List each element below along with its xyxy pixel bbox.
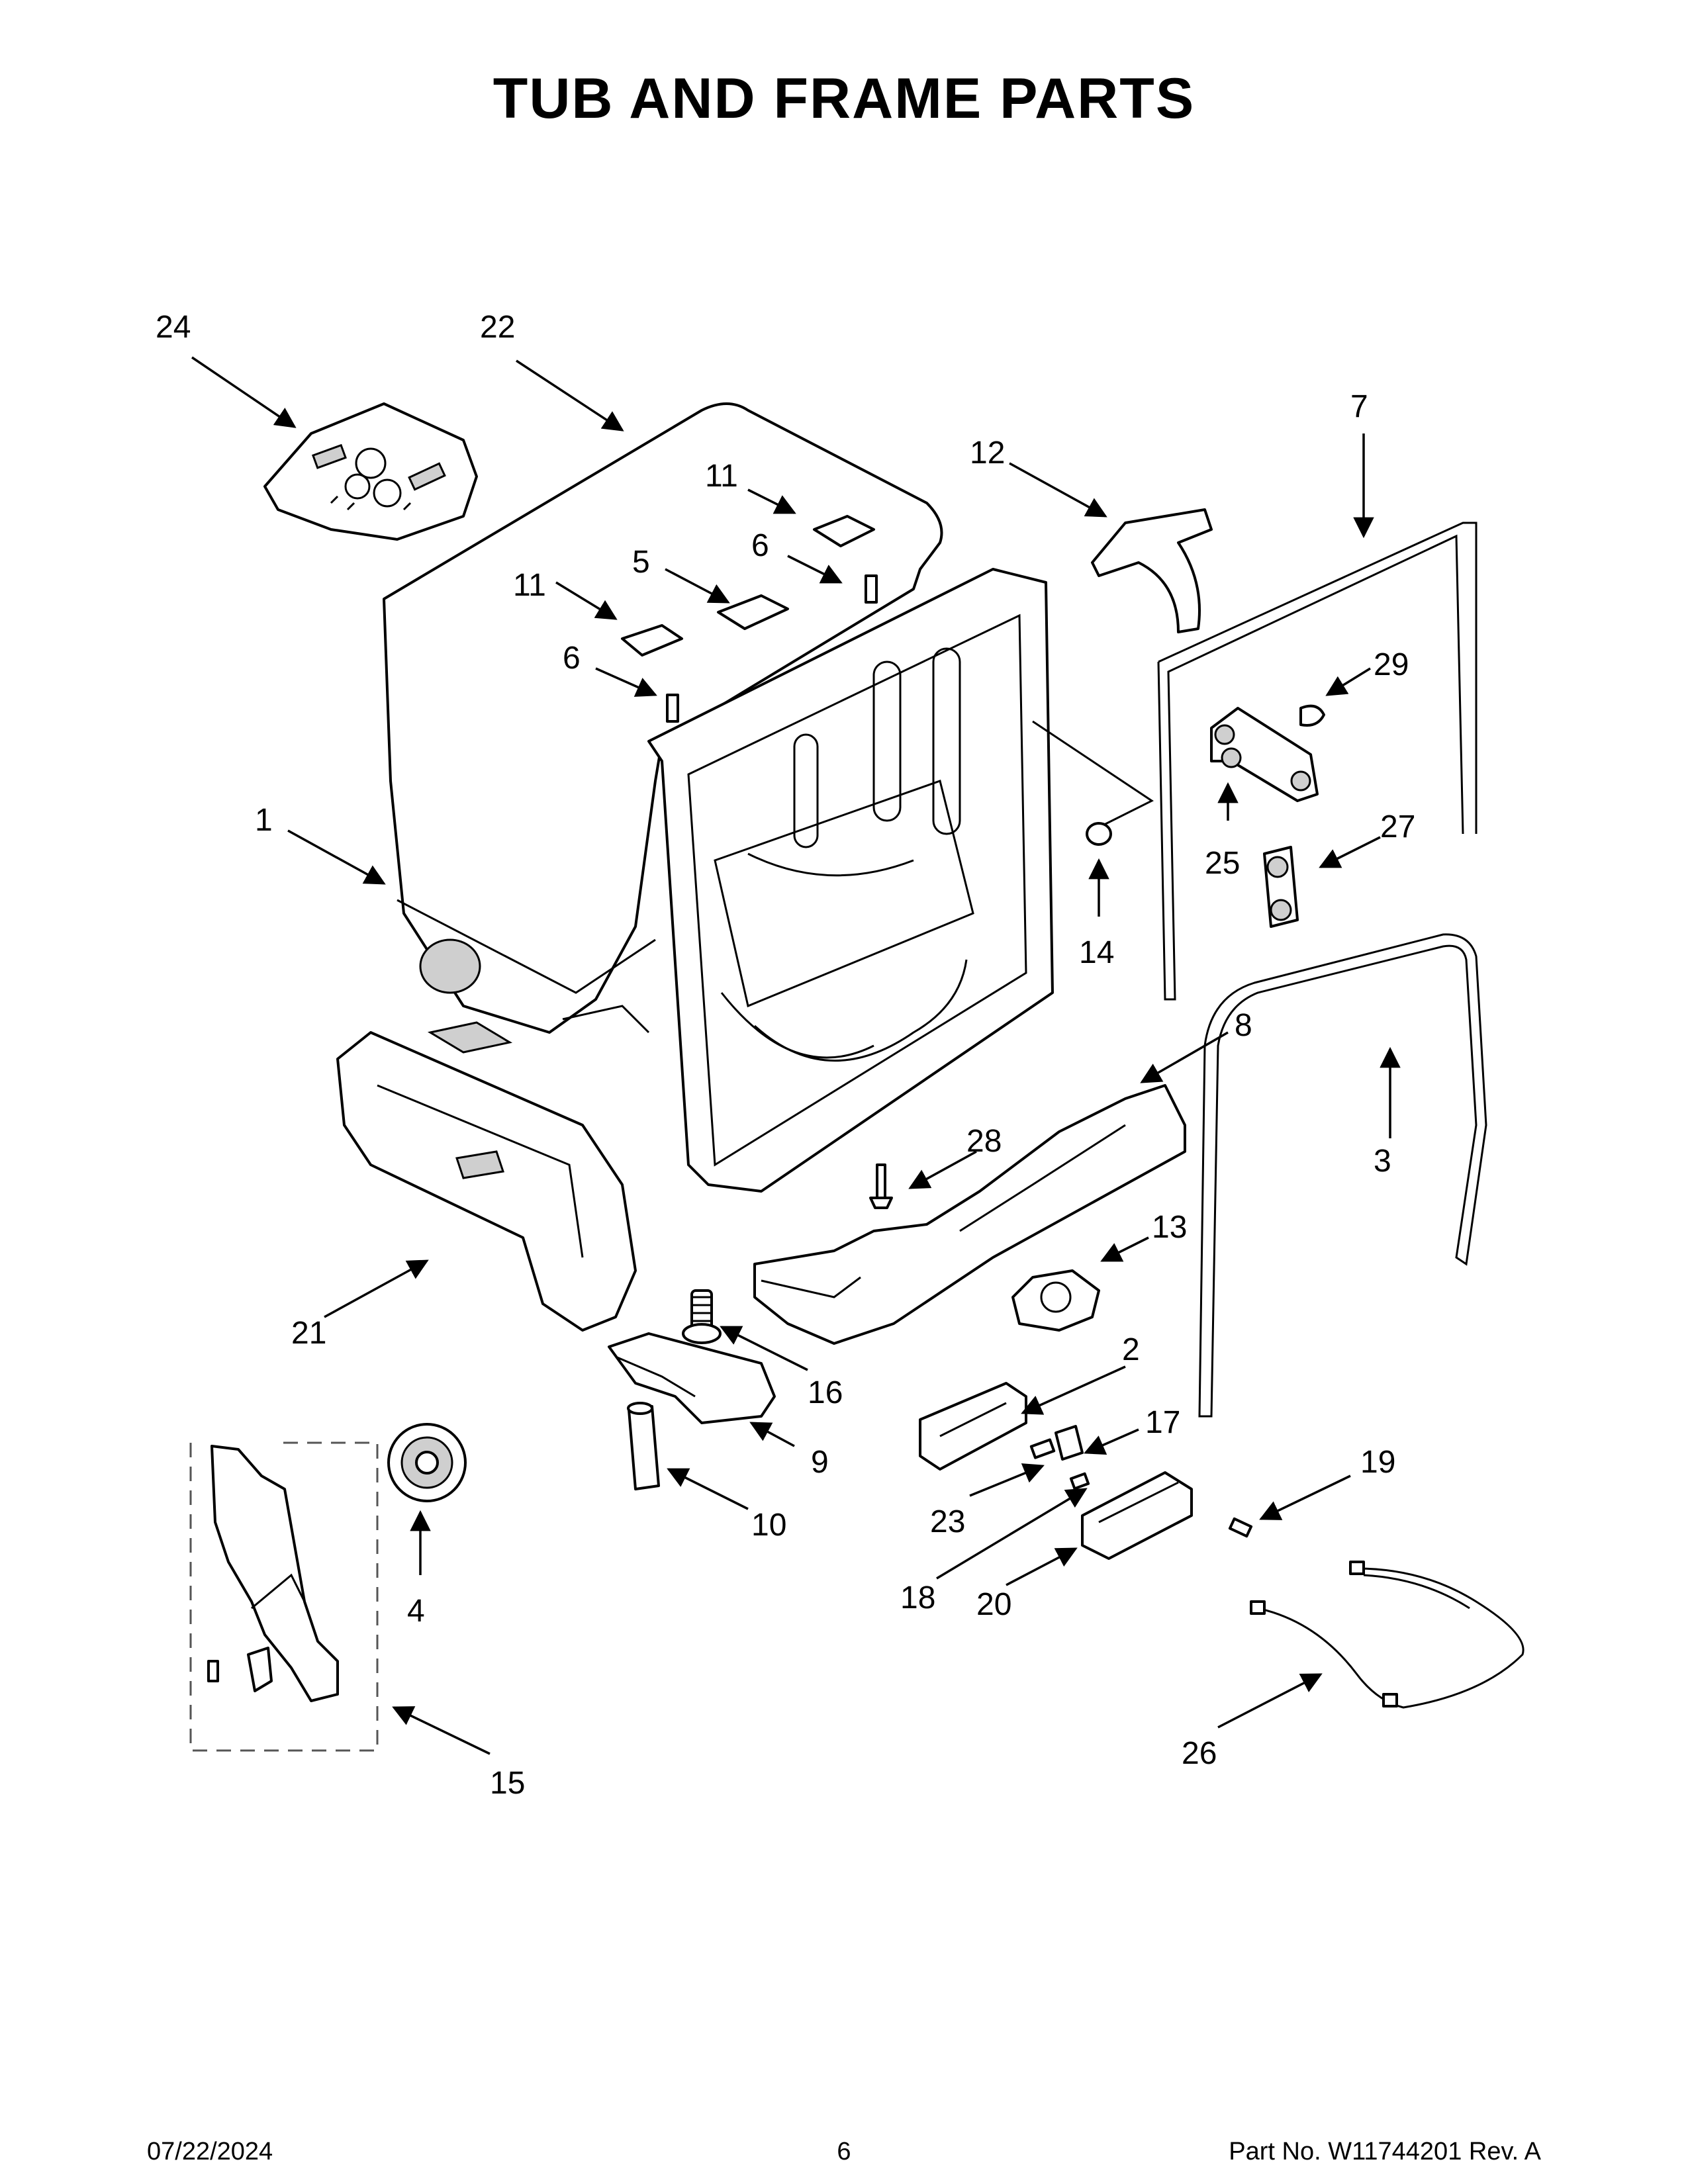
callout-17: 17 — [1145, 1405, 1180, 1440]
callout-18: 18 — [900, 1580, 935, 1615]
footer-part-number: Part No. W11744201 Rev. A — [1229, 2138, 1541, 2165]
tub-gasket — [1198, 933, 1487, 1418]
plug — [1032, 720, 1154, 846]
leader-arrows — [191, 356, 1401, 1755]
pulley — [387, 1423, 467, 1502]
callout-3: 3 — [1374, 1144, 1391, 1179]
callout-21: 21 — [291, 1316, 326, 1351]
terminal-cover — [1081, 1471, 1253, 1560]
footer-date: 07/22/2024 — [147, 2138, 273, 2165]
tube — [627, 1402, 660, 1490]
callout-2: 2 — [1122, 1332, 1140, 1367]
callout-10: 10 — [751, 1508, 786, 1543]
leveling-leg — [682, 1289, 722, 1344]
latch-parts — [1210, 704, 1325, 928]
callout-19: 19 — [1360, 1445, 1395, 1480]
callout-20: 20 — [976, 1587, 1011, 1622]
callout-5: 5 — [632, 545, 650, 580]
callout-11-top: 11 — [705, 459, 738, 494]
screw-28 — [869, 1163, 893, 1209]
callout-23: 23 — [930, 1504, 965, 1539]
footer-page-number: 6 — [837, 2138, 851, 2165]
tub-frame — [647, 568, 1054, 1193]
callout-16: 16 — [808, 1375, 843, 1410]
door-hinge-arm — [1091, 508, 1213, 633]
callout-7: 7 — [1350, 389, 1368, 424]
callout-24: 24 — [156, 310, 191, 345]
callout-4: 4 — [407, 1594, 425, 1629]
callout-6-left: 6 — [563, 641, 581, 676]
page-title: TUB AND FRAME PARTS — [492, 67, 1196, 130]
callout-15: 15 — [490, 1766, 525, 1801]
door-gasket — [1157, 522, 1477, 1001]
callout-9: 9 — [811, 1445, 829, 1480]
callout-25: 25 — [1205, 846, 1240, 881]
junction-box — [919, 1382, 1090, 1490]
callout-27: 27 — [1380, 809, 1415, 844]
callout-14: 14 — [1079, 935, 1114, 970]
base-frame — [753, 1084, 1186, 1345]
callout-labels: 24 22 11 6 5 11 6 12 7 29 25 27 14 1 8 3… — [156, 310, 1415, 1801]
tub-insulation — [383, 402, 943, 1054]
pump-bracket — [1011, 1269, 1100, 1332]
callout-1: 1 — [255, 803, 273, 838]
callout-29: 29 — [1374, 647, 1409, 682]
wire-harness — [1250, 1561, 1524, 1709]
drain-tray — [608, 1332, 776, 1424]
callout-22: 22 — [480, 310, 515, 345]
callout-26: 26 — [1182, 1736, 1217, 1771]
callout-13: 13 — [1152, 1210, 1187, 1245]
hardware-kit-bag — [263, 402, 478, 541]
callout-8: 8 — [1235, 1008, 1252, 1043]
side-panel-kit — [189, 1441, 379, 1752]
front-frame — [336, 1031, 637, 1332]
callout-28: 28 — [966, 1124, 1002, 1159]
callout-12: 12 — [970, 435, 1005, 471]
callout-11-left: 11 — [513, 568, 546, 603]
top-brackets — [621, 515, 878, 723]
callout-6-top: 6 — [751, 528, 769, 563]
